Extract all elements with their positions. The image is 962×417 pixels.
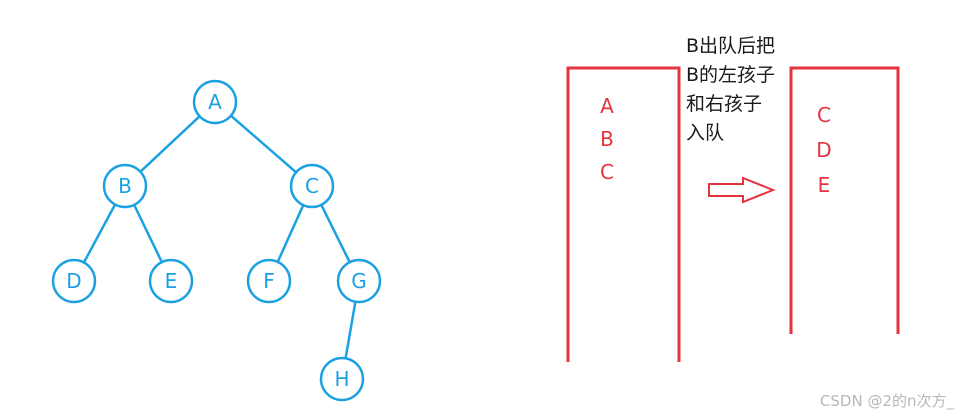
queue-item: D — [816, 138, 831, 162]
annotation-line: 入队 — [686, 122, 725, 144]
queue-after: CDE — [789, 66, 900, 334]
tree-edge-c-f — [276, 204, 305, 263]
tree-node-circle — [148, 258, 194, 304]
tree-node-c: C — [289, 163, 335, 209]
tree-node-e: E — [148, 258, 194, 304]
queue-item: E — [818, 173, 831, 197]
tree-node-label: G — [351, 269, 367, 293]
tree-node-label: E — [165, 269, 178, 293]
tree-node-d: D — [51, 258, 97, 304]
tree-node-circle — [336, 258, 382, 304]
tree-node-circle — [246, 258, 292, 304]
tree-node-circle — [289, 163, 335, 209]
queue-before-outline — [566, 66, 681, 362]
tree-node-label: D — [66, 269, 81, 293]
tree-node-circle — [51, 258, 97, 304]
tree-node-h: H — [319, 356, 365, 402]
tree-node-f: F — [246, 258, 292, 304]
tree-edge-c-g — [320, 204, 351, 263]
queue-item: B — [600, 127, 614, 151]
binary-tree: A B C D E F G H — [51, 79, 382, 402]
annotation-line: 和右孩子 — [686, 93, 763, 115]
tree-node-b: B — [102, 163, 148, 209]
tree-node-circle — [192, 79, 238, 125]
queue-before-items: ABC — [600, 94, 614, 184]
queue-before: ABC — [566, 66, 681, 362]
queue-after-items: CDE — [816, 103, 831, 197]
tree-node-label: A — [208, 90, 222, 114]
tree-node-label: H — [334, 367, 349, 391]
tree-edge-b-e — [133, 204, 163, 263]
tree-edge-b-d — [82, 203, 117, 264]
queue-item: A — [600, 94, 614, 118]
tree-node-g: G — [336, 258, 382, 304]
tree-edge-g-h — [344, 301, 357, 359]
dequeue-annotation: B出队后把 B的左孩子 和右孩子 入队 — [686, 32, 796, 148]
tree-node-label: C — [305, 174, 319, 198]
queue-item: C — [600, 160, 614, 184]
tree-edge-a-b — [139, 115, 201, 173]
tree-node-label: F — [263, 269, 275, 293]
annotation-line: B的左孩子 — [686, 64, 776, 86]
transfer-arrow-icon — [708, 176, 776, 204]
queue-item: C — [817, 103, 831, 127]
watermark: CSDN @2的n次方_ — [819, 392, 954, 410]
arrow-right-icon — [708, 176, 776, 204]
queue-after-outline — [789, 66, 900, 334]
tree-edge-a-c — [230, 114, 297, 174]
tree-edges — [82, 114, 357, 359]
tree-node-a: A — [192, 79, 238, 125]
tree-node-circle — [319, 356, 365, 402]
tree-node-label: B — [118, 174, 132, 198]
tree-node-circle — [102, 163, 148, 209]
annotation-line: B出队后把 — [686, 35, 776, 57]
